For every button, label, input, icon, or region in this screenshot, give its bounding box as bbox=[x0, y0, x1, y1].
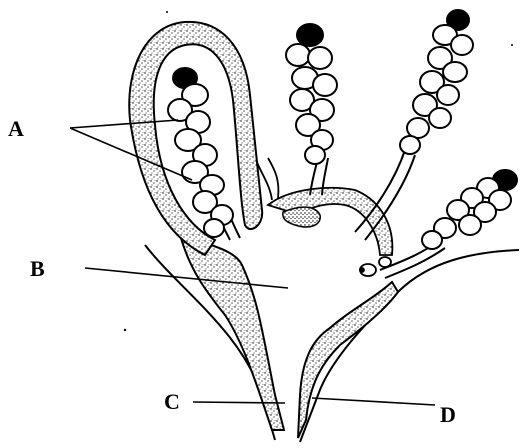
label-c: C bbox=[164, 391, 180, 413]
left-wall bbox=[180, 235, 284, 430]
right-wall bbox=[298, 282, 398, 438]
central-cavity-inner bbox=[283, 207, 320, 227]
small-bud bbox=[360, 257, 391, 276]
label-d: D bbox=[440, 404, 456, 426]
label-b: B bbox=[30, 258, 45, 280]
leader-a-upper bbox=[70, 120, 178, 128]
leader-d bbox=[312, 398, 435, 405]
bead-cluster-center bbox=[286, 24, 337, 164]
bead-cluster-upper-right bbox=[400, 10, 473, 154]
bead-cluster-right bbox=[422, 170, 517, 249]
leader-b bbox=[85, 268, 288, 288]
label-a: A bbox=[8, 118, 24, 140]
leader-a-lower bbox=[70, 128, 192, 180]
leader-c bbox=[193, 402, 285, 403]
